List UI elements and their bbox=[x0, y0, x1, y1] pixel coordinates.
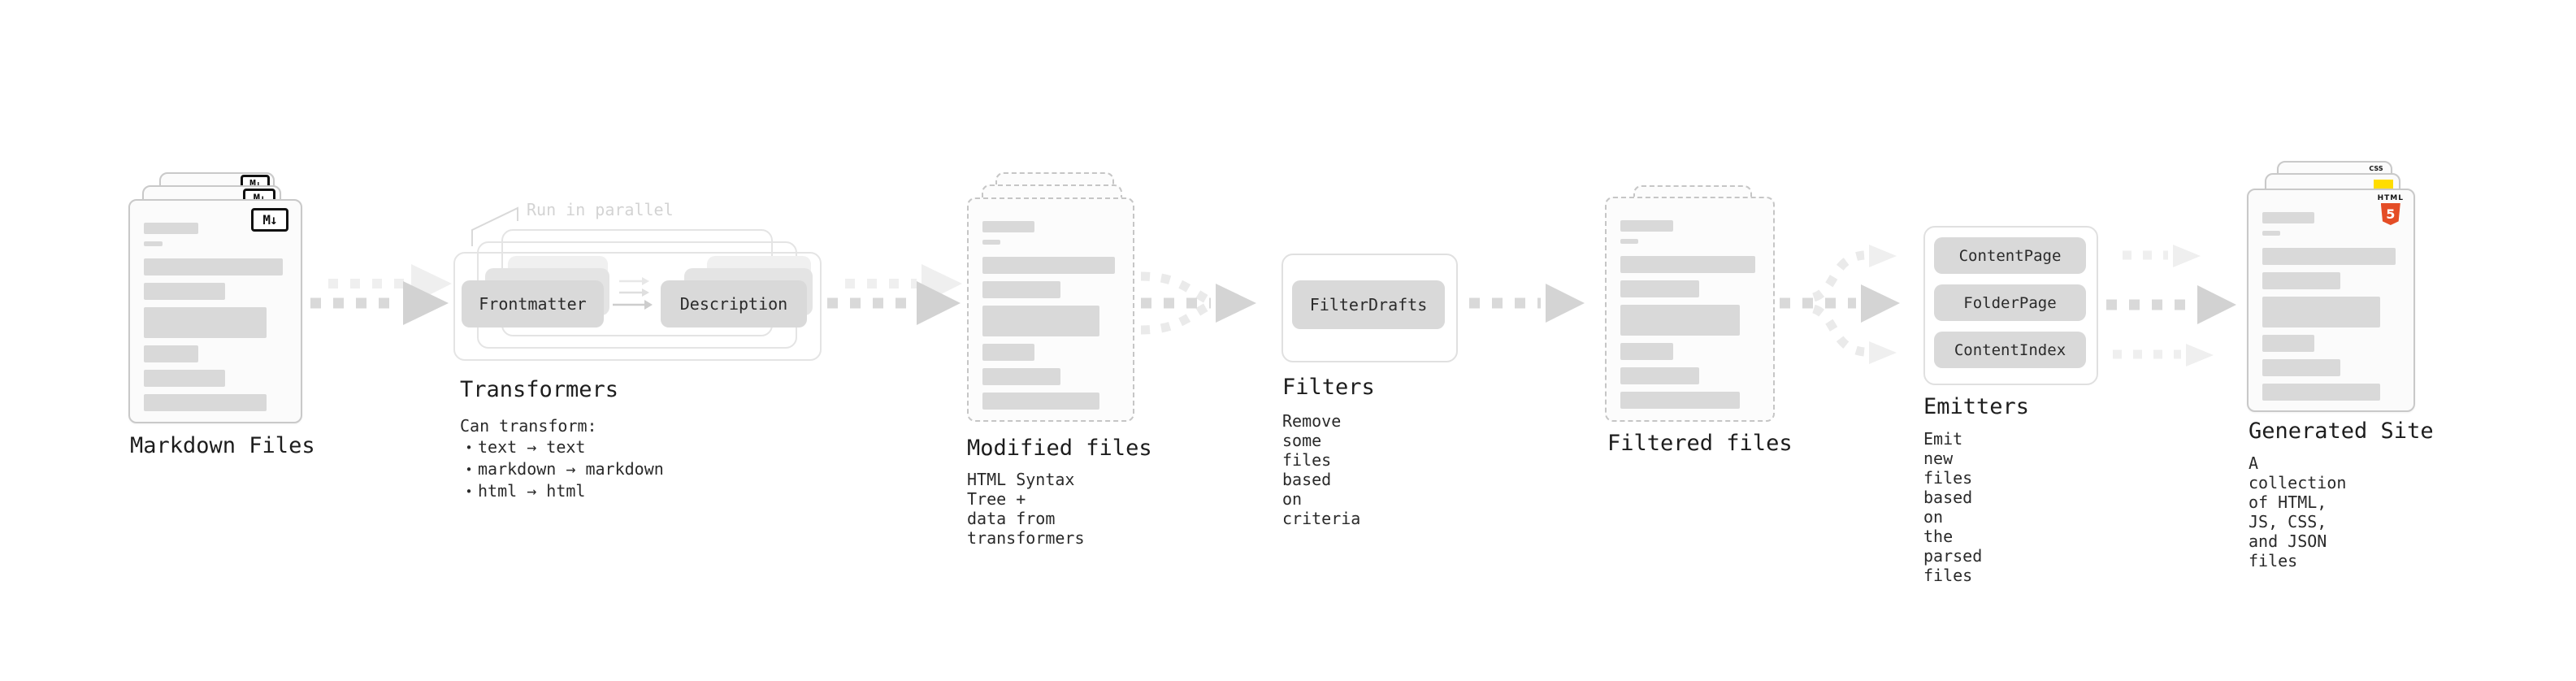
html5-icon: HTML 5 bbox=[2378, 195, 2404, 225]
transformers-label: Transformers bbox=[460, 377, 619, 402]
generated-site-description: A collection of HTML, JS, CSS, and JSON … bbox=[2249, 453, 2347, 570]
description-box: Description bbox=[661, 280, 807, 327]
run-in-parallel-annotation: Run in parallel bbox=[527, 200, 674, 219]
text-line-placeholders bbox=[982, 221, 1119, 410]
text-line-placeholders bbox=[144, 223, 287, 411]
contentindex-box: ContentIndex bbox=[1934, 332, 2086, 368]
markdown-file-card: M↓ bbox=[128, 199, 302, 423]
js-icon bbox=[2374, 180, 2393, 189]
arrow-filters-to-filtered bbox=[1469, 284, 1585, 323]
filterdrafts-box: FilterDrafts bbox=[1292, 280, 1445, 329]
modified-files-description: HTML Syntax Tree + data from transformer… bbox=[967, 470, 1085, 548]
contentpage-box: ContentPage bbox=[1934, 237, 2086, 274]
arrow-transformers-to-modified bbox=[827, 264, 962, 325]
generated-site-label: Generated Site bbox=[2249, 419, 2434, 444]
transformer-frame-front bbox=[453, 252, 822, 361]
filters-description: Remove some files based on criteria bbox=[1282, 411, 1361, 528]
markdown-files-label: Markdown Files bbox=[130, 433, 315, 458]
list-item: •text → text bbox=[465, 437, 586, 457]
emitters-description: Emit new files based on the parsed files bbox=[1923, 429, 1983, 585]
frontmatter-box: Frontmatter bbox=[462, 280, 604, 327]
arrow-markdown-to-transformers bbox=[310, 264, 452, 325]
arrow-emitters-to-generated bbox=[2106, 245, 2236, 367]
arrow-filtered-to-emitters bbox=[1780, 245, 1900, 364]
markdown-icon: M↓ bbox=[251, 208, 288, 232]
transformers-subtitle: Can transform: bbox=[460, 416, 597, 436]
text-line-placeholders bbox=[2262, 212, 2400, 401]
filters-frame bbox=[1281, 254, 1458, 362]
modified-file-card bbox=[967, 197, 1134, 422]
list-item: •html → html bbox=[465, 481, 586, 501]
emitters-label: Emitters bbox=[1923, 394, 2030, 419]
modified-files-label: Modified files bbox=[967, 436, 1152, 461]
filters-label: Filters bbox=[1282, 375, 1375, 400]
emitters-frame bbox=[1923, 226, 2098, 385]
filtered-file-card bbox=[1605, 197, 1775, 422]
folderpage-box: FolderPage bbox=[1934, 284, 2086, 321]
generated-file-card: HTML 5 bbox=[2247, 189, 2415, 412]
filtered-files-label: Filtered files bbox=[1607, 431, 1793, 456]
arrow-modified-to-filters bbox=[1140, 271, 1256, 335]
text-line-placeholders bbox=[1620, 220, 1759, 409]
list-item: •markdown → markdown bbox=[465, 459, 664, 479]
transformers-capability-list: •text → text •markdown → markdown •html … bbox=[460, 436, 664, 502]
